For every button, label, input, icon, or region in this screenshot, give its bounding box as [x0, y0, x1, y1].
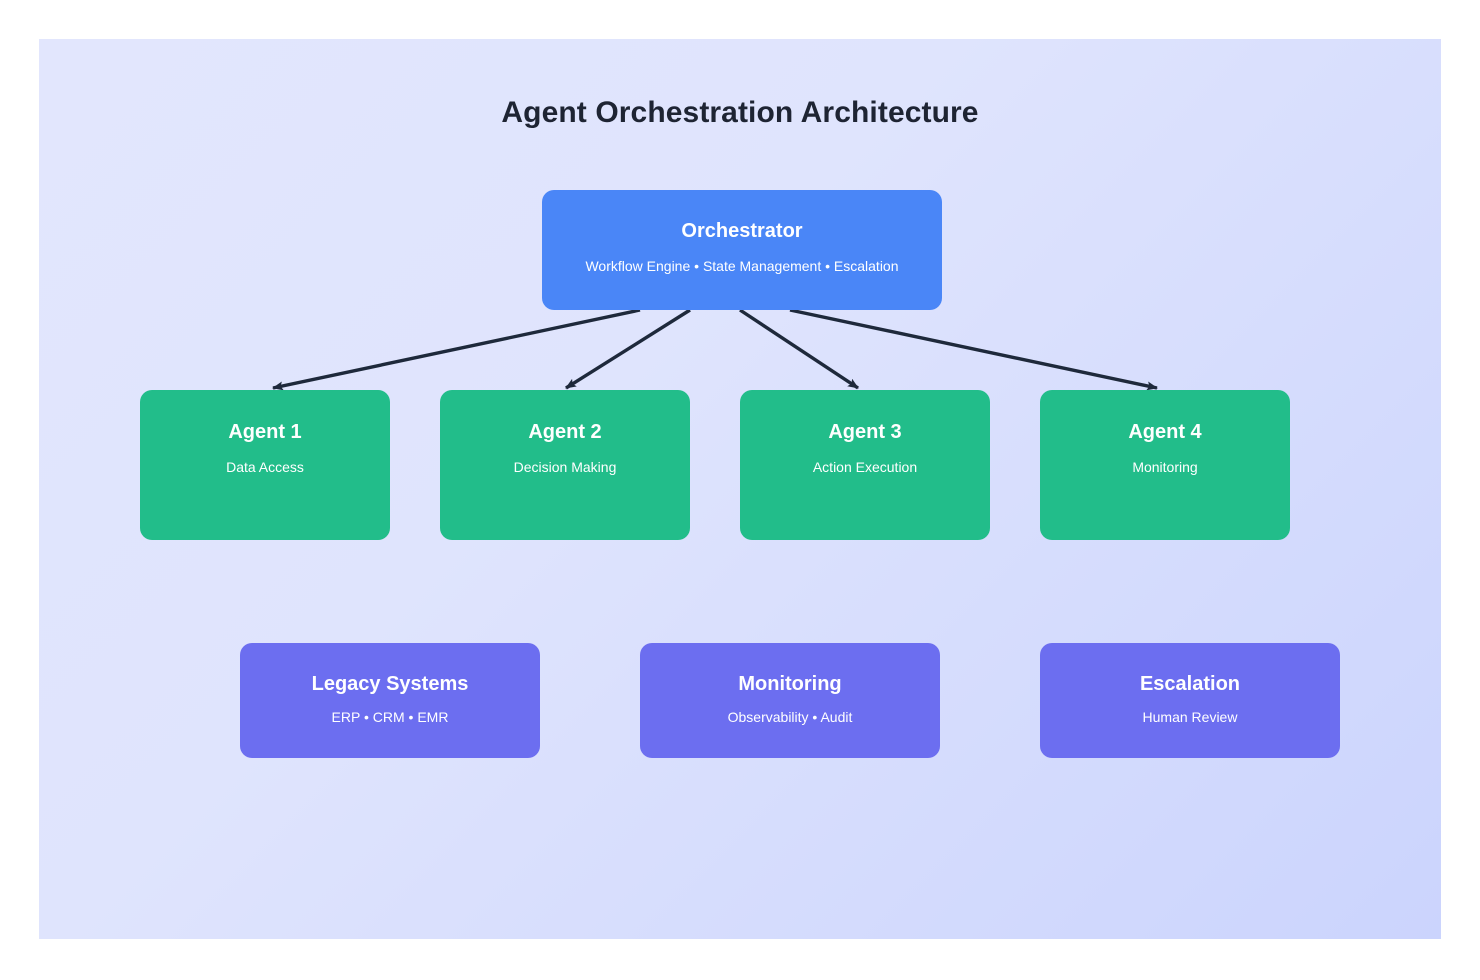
node-legacy-systems[interactable]: Legacy Systems ERP • CRM • EMR [240, 643, 540, 758]
node-monitoring-title: Monitoring [738, 673, 842, 695]
node-legacy-systems-subtitle: ERP • CRM • EMR [331, 709, 449, 725]
node-orchestrator-title: Orchestrator [681, 220, 803, 242]
node-escalation-subtitle: Human Review [1142, 709, 1238, 725]
node-agent-3-title: Agent 3 [828, 421, 902, 443]
connector-orchestrator-agent-3 [739, 308, 859, 390]
page-title: Agent Orchestration Architecture [501, 96, 979, 129]
connector-orchestrator-agent-1 [272, 308, 641, 391]
node-agent-4-title: Agent 4 [1128, 421, 1202, 443]
node-monitoring[interactable]: Monitoring Observability • Audit [640, 643, 940, 758]
node-escalation[interactable]: Escalation Human Review [1040, 643, 1340, 758]
node-agent-2[interactable]: Agent 2 Decision Making [440, 390, 690, 540]
node-agent-3[interactable]: Agent 3 Action Execution [740, 390, 990, 540]
connector-orchestrator-agent-4 [789, 308, 1158, 391]
node-agent-2-subtitle: Decision Making [513, 459, 617, 475]
connector-orchestrator-agent-2 [565, 308, 691, 390]
node-agent-2-title: Agent 2 [528, 421, 602, 443]
node-orchestrator[interactable]: Orchestrator Workflow Engine • State Man… [542, 190, 942, 310]
node-agent-1[interactable]: Agent 1 Data Access [140, 390, 390, 540]
node-escalation-title: Escalation [1139, 673, 1241, 695]
node-legacy-systems-title: Legacy Systems [311, 673, 469, 695]
node-orchestrator-subtitle: Workflow Engine • State Management • Esc… [585, 258, 899, 274]
node-agent-3-subtitle: Action Execution [812, 459, 918, 475]
node-monitoring-subtitle: Observability • Audit [727, 709, 853, 725]
node-agent-4-subtitle: Monitoring [1132, 459, 1198, 475]
node-agent-1-title: Agent 1 [228, 421, 302, 443]
node-agent-1-subtitle: Data Access [226, 459, 304, 475]
diagram-canvas: Agent Orchestration Architecture Orchest… [39, 39, 1441, 939]
node-agent-4[interactable]: Agent 4 Monitoring [1040, 390, 1290, 540]
